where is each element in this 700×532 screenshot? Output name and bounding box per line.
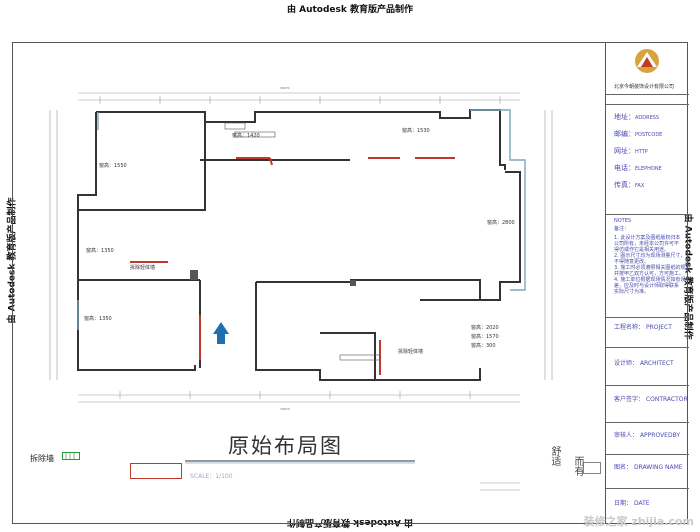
drawing-name-row: 图名： DRAWING NAME [614,464,683,471]
date-row: 日期： DATE [614,500,650,507]
legend-label: 拆除墙 [30,454,54,463]
company-name: 北京今朝装饰设计有限公司 [614,84,675,90]
room-label-6: 窗高：1350 [84,316,112,322]
company-logo [635,49,659,73]
phone-label: 电话：ELEPHONE [614,164,662,172]
room-label-2: 窗高：1530 [402,128,430,134]
fax-label: 传真：FAX [614,181,645,189]
notes-line: 差，应及时与设计师取得联系 [614,283,680,289]
notes-line: 4. 施工单位根据现场情况如有误 [614,277,686,283]
room-label-4: 窗高：2800 [487,220,515,226]
notes-cn: 备注： [614,226,630,232]
scale-text: SCALE：1/100 [190,473,233,480]
notes-line: 实际尺寸为准。 [614,289,650,295]
watermark-top: 由 Autodesk 教育版产品制作 [286,5,413,15]
title-block: 北京今朝装饰设计有限公司 地址：ADDRESS 邮编：POSTCODE 网址：H… [605,42,691,524]
contractor-row: 客户签字： CONTRACTOR [614,396,688,403]
notes-line: 不得随意更改。 [614,259,650,265]
architect-row: 设计师： ARCHITECT [614,360,674,367]
stamp-lines [480,482,520,491]
demolish-legend-swatch [62,452,80,460]
notes-en: NOTES [614,218,632,224]
room-label-1: 窗高：1420 [232,133,260,139]
demolish-label-1: 拆除轻体墙 [130,265,156,271]
site-watermark: 装修之家 zhijia.com [583,515,694,528]
svg-text:18070: 18070 [280,86,290,90]
project-row: 工程名称： PROJECT [614,324,672,331]
website-label: 网址：HTTP [614,147,648,155]
notes-line: 并按甲乙双方认可，方可施工。 [614,271,685,277]
notes-line: 1. 此设计方案及图纸版权归本 [614,235,681,241]
demolish-label-2: 拆除轻体墙 [398,349,424,355]
notes-line: 2. 图示尺寸均为现场测量尺寸， [614,253,686,259]
notes-line: 3. 施工时必须遵照相关图纸的规范 [614,265,691,271]
seal-stamp [583,462,601,474]
room-label-9: 窗高：300 [471,343,496,349]
poem-1: 舒适 [549,446,560,466]
postcode-label: 邮编：POSTCODE [614,130,663,138]
room-label-7: 窗高：2020 [471,325,499,331]
address-label: 地址：ADDRESS [614,113,660,121]
room-label-8: 窗高：1570 [471,334,499,340]
approved-row: 审核人： APPROVEDBY [614,432,681,439]
drawing-frame [12,42,688,524]
title-underline [185,460,415,464]
room-label-5: 窗高：1350 [86,248,114,254]
notes-line: 得仿或作它是相关用途。 [614,247,670,253]
poem-2: 而有 [572,456,583,476]
room-label-3: 窗高：1550 [99,163,127,169]
notes-line: 公司所有，未经本公司许可不 [614,241,680,247]
entry-arrow-icon [213,322,229,344]
svg-text:18070: 18070 [280,407,290,411]
plan-title: 原始布局图 [228,434,343,458]
legend-box [130,463,182,479]
